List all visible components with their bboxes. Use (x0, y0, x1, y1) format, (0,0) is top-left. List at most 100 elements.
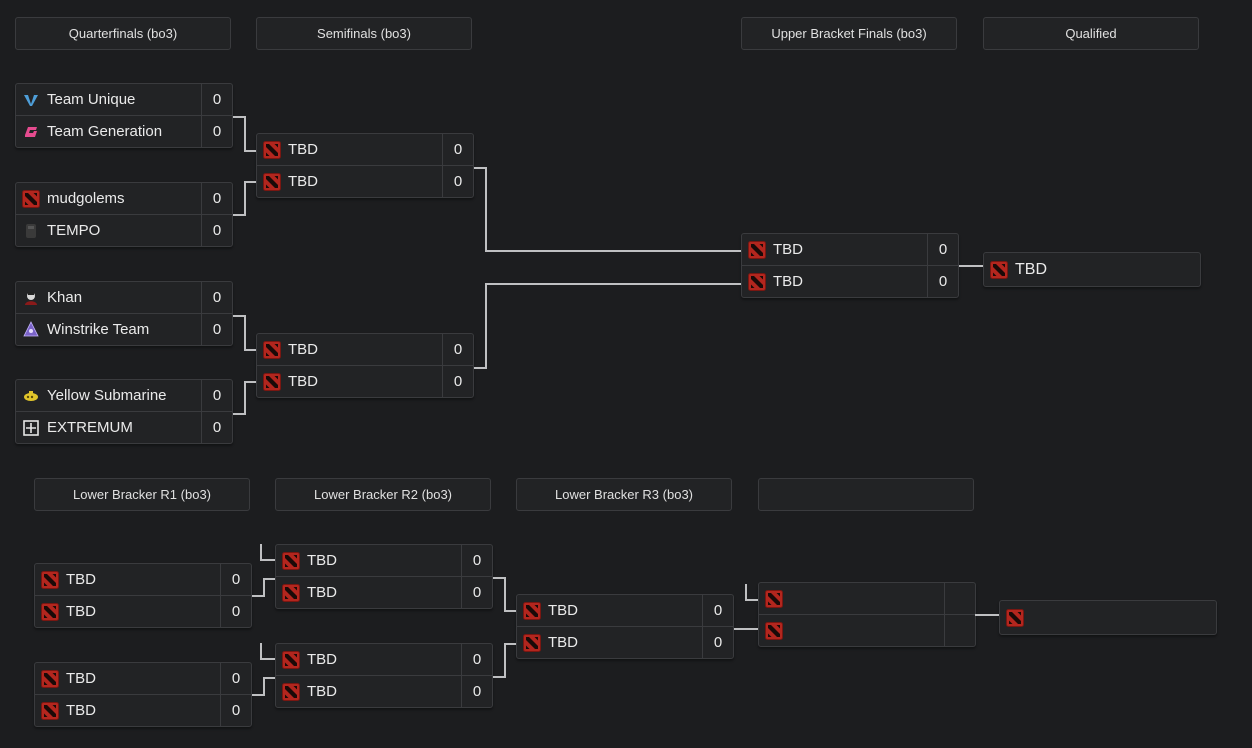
team-slot[interactable]: Team Generation 0 (16, 116, 232, 147)
bracket-connector (263, 578, 275, 580)
team-name: TBD (307, 552, 337, 569)
team-name: Team Generation (47, 123, 163, 140)
bracket-connector (485, 250, 741, 252)
team-slot[interactable]: TBD 0 (517, 595, 733, 627)
bracket-connector (959, 265, 983, 267)
team-slot[interactable] (759, 615, 975, 646)
dota-logo-icon (41, 602, 59, 621)
team-name: TBD (288, 373, 318, 390)
team-slot[interactable]: TEMPO 0 (16, 215, 232, 246)
team-name: Yellow Submarine (47, 387, 167, 404)
team-score: 0 (201, 116, 232, 147)
team-name: TBD (307, 651, 337, 668)
dota-logo-icon (765, 621, 783, 640)
bracket-connector (244, 181, 246, 216)
bracket-connector (244, 381, 246, 415)
team-score: 0 (702, 595, 733, 626)
team-score: 0 (442, 334, 473, 365)
team-score: 0 (702, 627, 733, 658)
team-score: 0 (461, 676, 492, 707)
dota-logo-icon (282, 650, 300, 669)
bracket-connector (975, 614, 999, 616)
bracket-connector (474, 167, 486, 169)
team-name: TBD (548, 602, 578, 619)
team-name: TEMPO (47, 222, 101, 239)
winstrike-logo-icon (22, 320, 40, 339)
team-slot[interactable]: TBD 0 (257, 334, 473, 366)
round-header-quarterfinals: Quarterfinals (bo3) (15, 17, 231, 50)
team-score: 0 (461, 577, 492, 608)
bracket-connector (233, 315, 245, 317)
team-name: TBD (288, 341, 318, 358)
team-slot[interactable]: TBD 0 (276, 676, 492, 707)
team-slot[interactable]: Yellow Submarine 0 (16, 380, 232, 412)
team-slot[interactable] (1000, 601, 1216, 634)
dota-logo-icon (523, 601, 541, 620)
bracket-connector (474, 367, 486, 369)
dota-logo-icon (765, 589, 783, 608)
dota-logo-icon (748, 240, 766, 259)
team-slot[interactable]: Khan 0 (16, 282, 232, 314)
team-unique-logo-icon (22, 91, 40, 109)
bracket-connector (260, 643, 262, 659)
team-name: EXTREMUM (47, 419, 133, 436)
dota-logo-icon (282, 682, 300, 701)
tempo-logo-icon (22, 222, 40, 240)
round-header-lb-r1: Lower Bracker R1 (bo3) (34, 478, 250, 511)
team-generation-logo-icon (22, 123, 40, 141)
dota-logo-icon (282, 551, 300, 570)
bracket-connector (485, 283, 487, 369)
bracket-connector (244, 349, 256, 351)
match-qf4[interactable]: Yellow Submarine 0 EXTREMUM 0 (15, 379, 233, 444)
bracket-connector (745, 584, 747, 600)
team-score: 0 (201, 215, 232, 246)
team-name: Khan (47, 289, 83, 306)
team-score: 0 (201, 412, 232, 443)
team-name: TBD (66, 603, 96, 620)
bracket-connector (244, 116, 246, 151)
qualified-slot-upper[interactable]: TBD (983, 252, 1201, 287)
team-score: 0 (201, 380, 232, 411)
team-slot[interactable]: EXTREMUM 0 (16, 412, 232, 443)
match-lb-r4[interactable] (758, 582, 976, 647)
team-score: 0 (201, 314, 232, 345)
team-score: 0 (201, 282, 232, 313)
yellow-submarine-logo-icon (22, 387, 40, 405)
team-name: TBD (307, 683, 337, 700)
team-score: 0 (927, 234, 958, 265)
team-slot[interactable]: TBD (984, 253, 1200, 286)
qualified-slot-lower[interactable] (999, 600, 1217, 635)
dota-logo-icon (1006, 608, 1024, 627)
team-score: 0 (220, 695, 251, 726)
bracket-connector (485, 167, 487, 252)
team-slot[interactable] (759, 583, 975, 615)
team-name: TBD (288, 173, 318, 190)
